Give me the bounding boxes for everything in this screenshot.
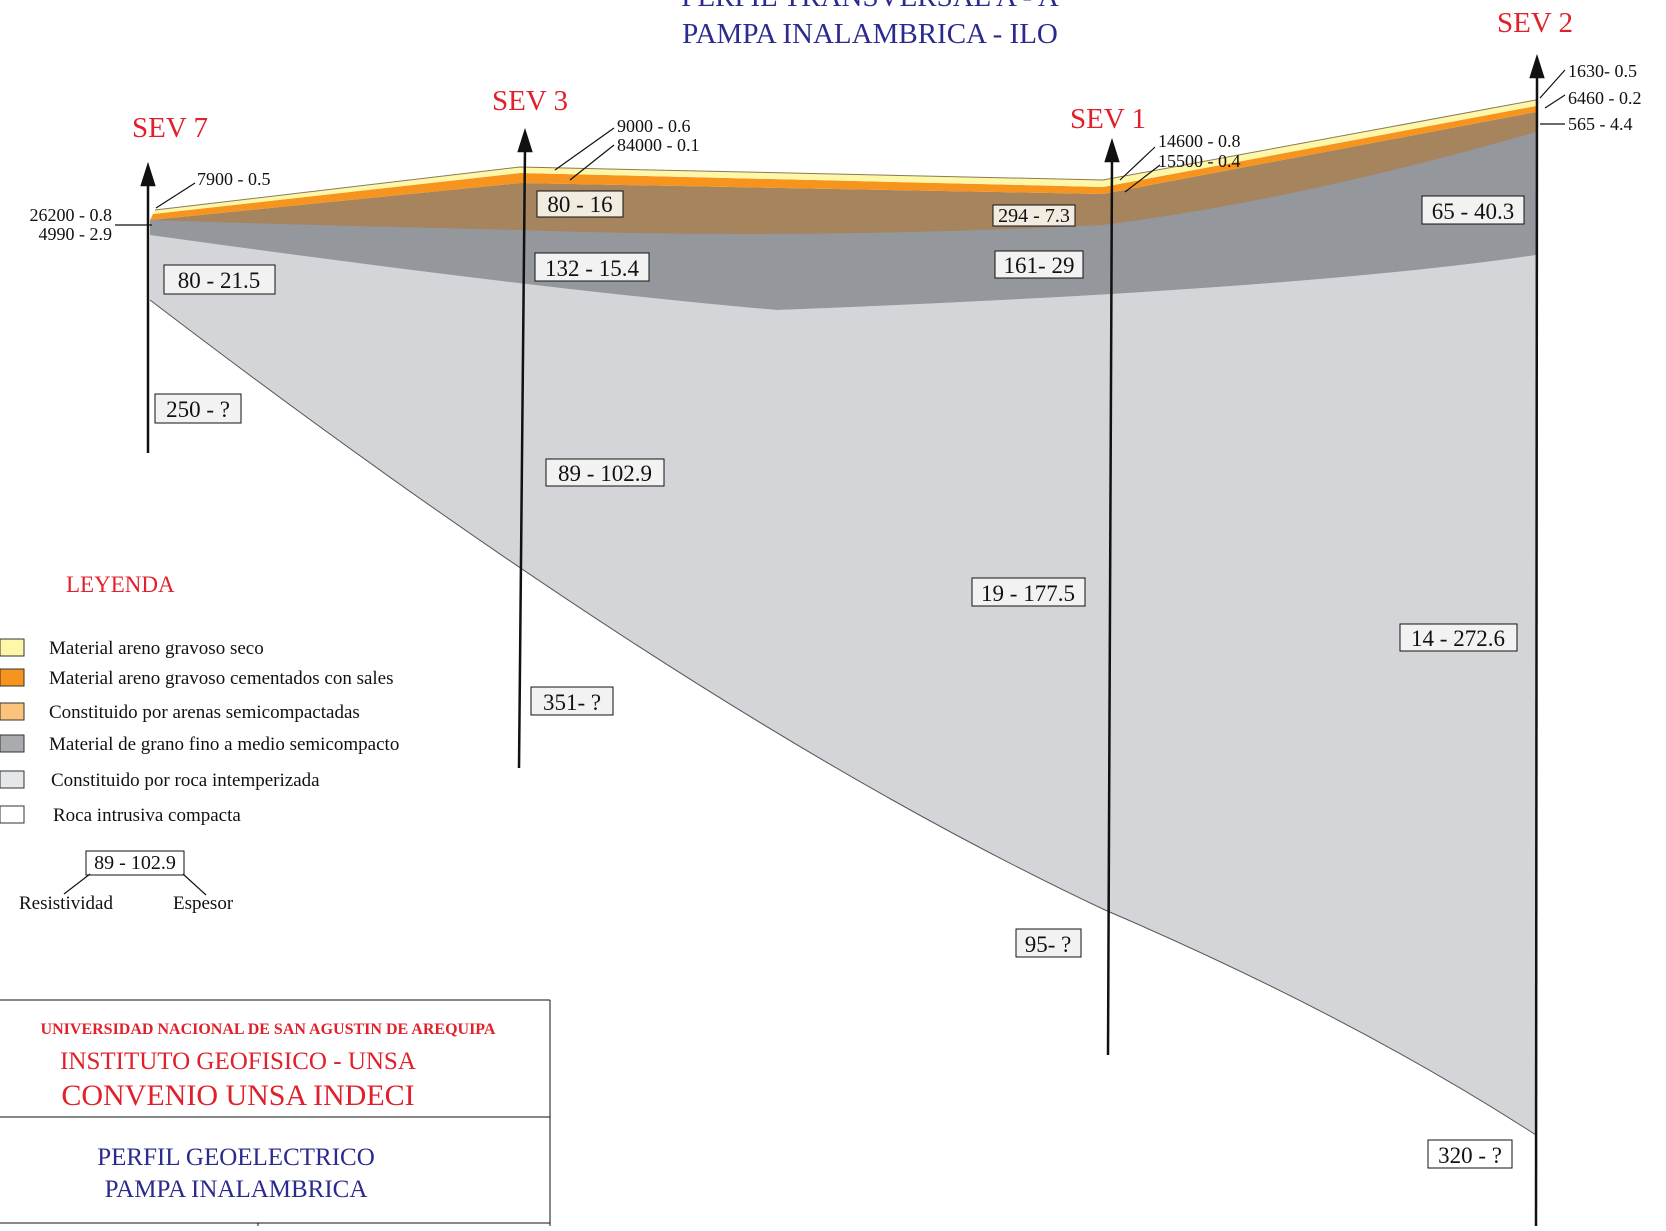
sev2-arrowhead — [1529, 53, 1545, 79]
legend-item-label: Constituido por roca intemperizada — [51, 770, 320, 791]
legend-example-thickness: Espesor — [173, 893, 234, 914]
profile-location: PAMPA INALAMBRICA — [105, 1176, 368, 1203]
value-box: 80 - 16 — [536, 190, 624, 218]
value-box-label: 161- 29 — [1004, 253, 1075, 278]
legend-item: Material de grano fino a medio semicompa… — [0, 734, 399, 755]
layer-boundary-base — [149, 299, 1537, 1136]
sev7-arrowhead — [140, 161, 156, 187]
legend-example: 89 - 102.9 Resistividad Espesor — [19, 850, 234, 914]
value-box: 161- 29 — [994, 250, 1084, 279]
sev2-note-1: 1630- 0.5 — [1568, 61, 1637, 81]
legend-heading: LEYENDA — [66, 572, 175, 597]
value-box-label: 14 - 272.6 — [1411, 626, 1505, 651]
value-box-label: 65 - 40.3 — [1432, 199, 1514, 224]
value-box-label: 89 - 102.9 — [558, 461, 652, 486]
leader-sev2-a — [1539, 69, 1566, 99]
legend-swatch — [0, 668, 25, 687]
value-box: 95- ? — [1015, 928, 1082, 958]
value-box-label: 250 - ? — [166, 397, 230, 422]
layer-dry-sand — [153, 100, 1536, 214]
value-box: 80 - 21.5 — [163, 264, 276, 295]
layer-weathered-rock — [150, 232, 1536, 1135]
legend-item: Material areno gravoso seco — [0, 638, 264, 659]
legend-item: Constituido por roca intemperizada — [0, 770, 320, 791]
sev1-label: SEV 1 — [1070, 103, 1146, 135]
sev2-axis — [1534, 73, 1539, 1227]
legend-item: Roca intrusiva compacta — [0, 805, 241, 826]
annotation-leaders — [115, 69, 1566, 226]
legend-swatch — [0, 770, 25, 789]
value-box: 294 - 7.3 — [992, 204, 1076, 227]
value-box-label: 320 - ? — [1438, 1143, 1502, 1168]
profile-type: PERFIL GEOELECTRICO — [97, 1144, 375, 1171]
sev7-note-2: 26200 - 0.8 — [30, 205, 113, 225]
sounding-axes — [140, 53, 1545, 1227]
layer-boundary-top — [154, 99, 1537, 211]
legend-swatch — [0, 702, 25, 721]
legend-swatch — [0, 805, 25, 824]
legend-item-label: Constituido por arenas semicompactadas — [49, 702, 360, 723]
sev2-label: SEV 2 — [1497, 7, 1573, 39]
value-box-label: 80 - 16 — [547, 192, 612, 217]
legend-example-resistivity: Resistividad — [19, 893, 113, 914]
legend-item: Material areno gravoso cementados con sa… — [0, 668, 394, 689]
sev7-note-1: 7900 - 0.5 — [197, 169, 271, 189]
geologic-layers — [149, 99, 1537, 1136]
value-box-label: 132 - 15.4 — [545, 256, 639, 281]
value-box-label: 95- ? — [1025, 932, 1072, 957]
value-box: 320 - ? — [1427, 1139, 1513, 1169]
value-box: 14 - 272.6 — [1399, 623, 1518, 652]
value-box: 19 - 177.5 — [971, 577, 1086, 607]
leader-sev2-b — [1544, 94, 1566, 109]
legend-item-label: Material de grano fino a medio semicompa… — [49, 734, 399, 755]
sev3-label: SEV 3 — [492, 85, 568, 117]
leader-sev7-top — [155, 182, 196, 209]
legend-item: Constituido por arenas semicompactadas — [0, 702, 360, 723]
legend: LEYENDA Material areno gravoso seco Mate… — [0, 572, 399, 914]
value-box: 351- ? — [530, 686, 614, 716]
sev3-note-1: 9000 - 0.6 — [617, 116, 691, 136]
university-name: UNIVERSIDAD NACIONAL DE SAN AGUSTIN DE A… — [41, 1021, 496, 1038]
sev2-note-2: 6460 - 0.2 — [1568, 88, 1642, 108]
sev1-arrowhead — [1104, 137, 1120, 163]
value-box-label: 19 - 177.5 — [981, 581, 1075, 606]
sev7-label: SEV 7 — [132, 112, 208, 144]
sev1-axis — [1106, 157, 1114, 1056]
sev3-axis — [517, 147, 527, 769]
leader-sev1-a — [1119, 146, 1156, 181]
legend-swatch — [0, 734, 25, 753]
layer-semicompact-sand — [150, 112, 1536, 234]
legend-item-label: Material areno gravoso seco — [49, 638, 264, 659]
legend-item-label: Roca intrusiva compacta — [53, 805, 241, 826]
value-box-label: 294 - 7.3 — [998, 205, 1070, 227]
value-box: 250 - ? — [154, 393, 242, 424]
leader-sev1-b — [1124, 164, 1161, 193]
sev3-arrowhead — [517, 127, 533, 153]
institute-name: INSTITUTO GEOFISICO - UNSA — [60, 1048, 416, 1075]
legend-swatch — [0, 638, 25, 657]
sev1-note-2: 15500 - 0.4 — [1158, 151, 1241, 171]
value-box: 89 - 102.9 — [545, 458, 665, 487]
sev2-note-3: 565 - 4.4 — [1568, 114, 1633, 134]
value-box-label: 351- ? — [543, 690, 601, 715]
profile-title: PERFIL TRANSVERSAL A - A — [681, 0, 1059, 13]
agreement-name: CONVENIO UNSA INDECI — [61, 1079, 414, 1112]
legend-example-box: 89 - 102.9 — [94, 852, 176, 874]
layer-cemented — [150, 106, 1536, 220]
leader-sev3-b — [569, 144, 615, 181]
value-box-label: 80 - 21.5 — [178, 268, 260, 293]
legend-item-label: Material areno gravoso cementados con sa… — [49, 668, 394, 689]
leader-sev3-a — [554, 127, 615, 171]
value-box: 132 - 15.4 — [534, 252, 650, 282]
sev1-note-1: 14600 - 0.8 — [1158, 131, 1241, 151]
title-block: UNIVERSIDAD NACIONAL DE SAN AGUSTIN DE A… — [0, 999, 551, 1226]
value-boxes: 80 - 21.5 250 - ? 80 - 16 132 - 15.4 89 … — [154, 190, 1525, 1169]
sev7-note-3: 4990 - 2.9 — [39, 224, 113, 244]
sev3-note-2: 84000 - 0.1 — [617, 135, 700, 155]
profile-subtitle: PAMPA INALAMBRICA - ILO — [682, 18, 1058, 50]
value-box: 65 - 40.3 — [1421, 195, 1525, 225]
